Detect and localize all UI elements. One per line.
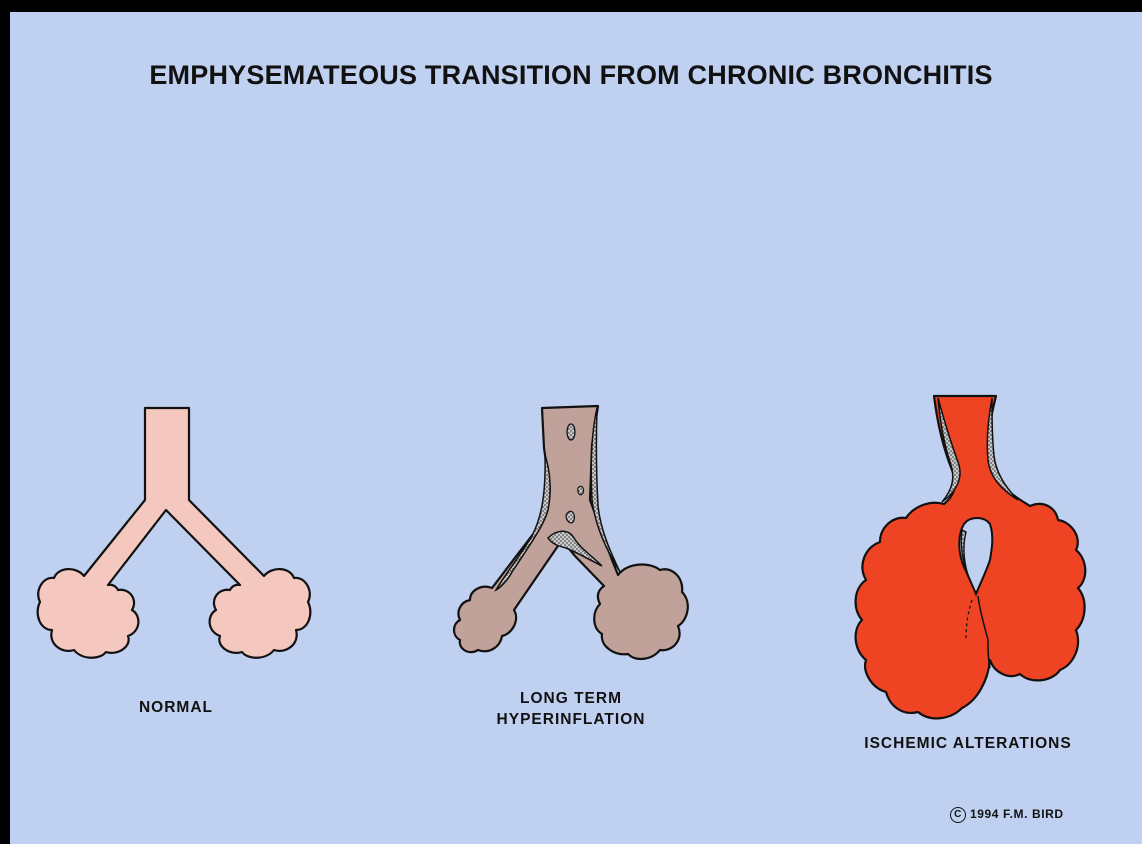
mucus-spot (566, 511, 574, 523)
label-ischemic: ISCHEMIC ALTERATIONS (838, 733, 1098, 754)
hyperinflation-airway-illustration (454, 406, 688, 659)
copyright-notice: C 1994 F.M. BIRD (950, 807, 1064, 823)
copyright-symbol: C (950, 807, 966, 823)
mucus-plug (567, 424, 575, 440)
label-line: LONG TERM (466, 688, 676, 709)
label-hyperinflation: LONG TERM HYPERINFLATION (466, 688, 676, 730)
label-line: NORMAL (106, 697, 246, 718)
label-normal: NORMAL (106, 697, 246, 718)
label-line: ISCHEMIC ALTERATIONS (838, 733, 1098, 754)
ischemic-airway-illustration (856, 396, 1086, 718)
normal-airway-illustration (38, 408, 311, 658)
mucus-spot (578, 486, 584, 494)
label-line: HYPERINFLATION (466, 709, 676, 730)
copyright-text: 1994 F.M. BIRD (970, 807, 1064, 821)
hyperinflation-airway-shape (454, 406, 688, 659)
normal-airway-shape (38, 408, 311, 658)
